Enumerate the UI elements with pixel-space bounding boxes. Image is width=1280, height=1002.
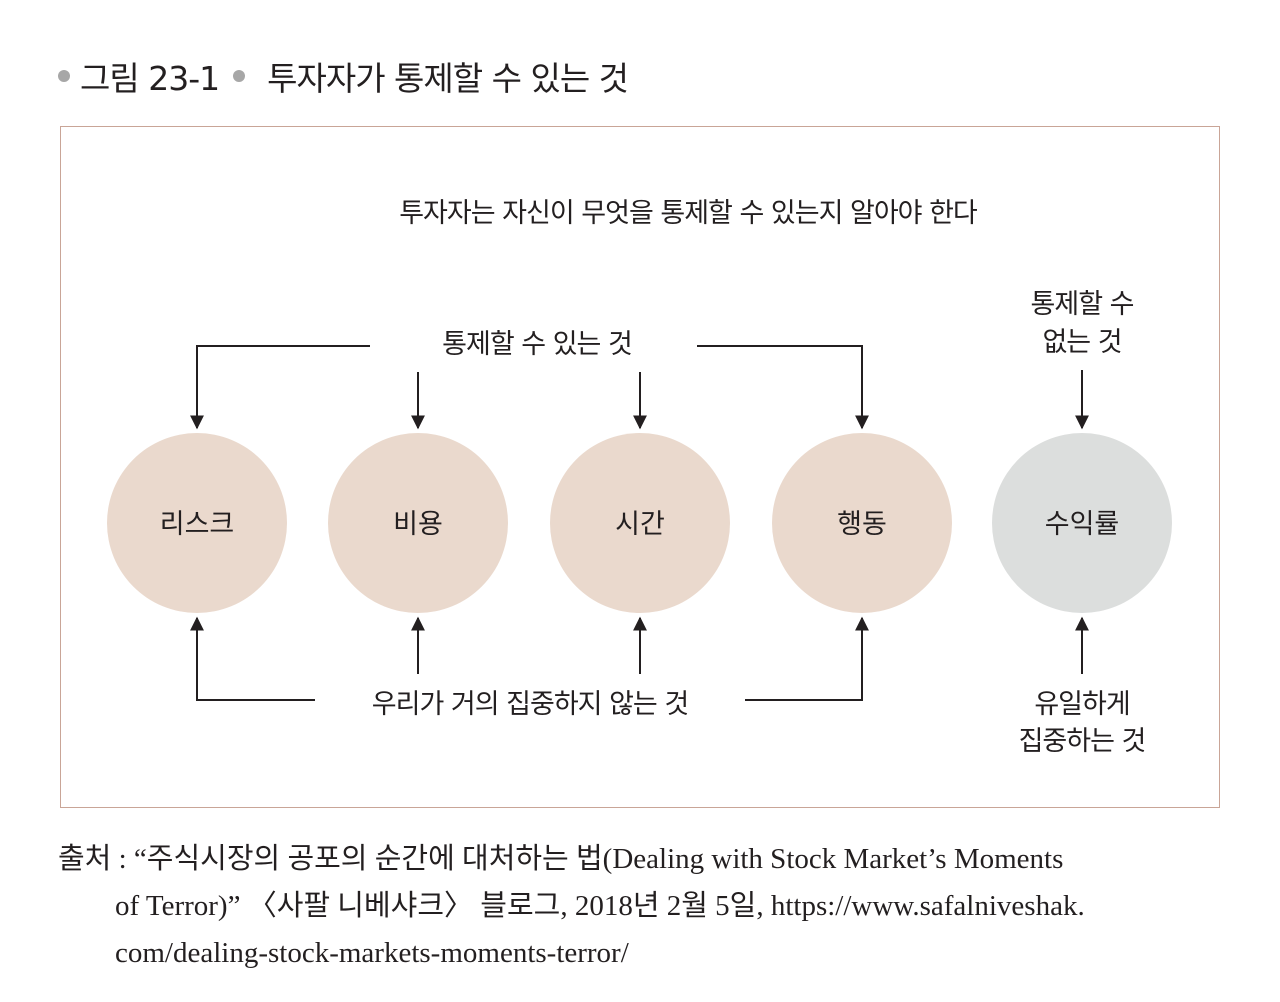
node-label: 행동 <box>837 509 887 540</box>
right-bottom-label: 유일하게 <box>1034 689 1129 720</box>
node-circle <box>550 433 730 613</box>
node-label: 시간 <box>615 509 665 540</box>
bullet-dot <box>233 70 246 82</box>
node-circle <box>328 433 508 613</box>
caption-line: com/dealing-stock-markets-moments-terror… <box>115 937 629 969</box>
node-circle <box>772 433 952 613</box>
diagram-heading: 투자자는 자신이 무엇을 통제할 수 있는지 알아야 한다 <box>399 198 978 229</box>
caption-line: 출처 : “주식시장의 공포의 순간에 대처하는 법(Dealing with … <box>58 843 1064 875</box>
node-label: 비용 <box>393 509 443 540</box>
node-label: 리스크 <box>160 509 235 540</box>
right-bottom-label: 집중하는 것 <box>1019 726 1146 757</box>
node-circle <box>992 433 1172 613</box>
top-label: 통제할 수 있는 것 <box>442 329 632 360</box>
figure-number: 그림 23-1 <box>80 59 220 98</box>
figure-title: 그림 23-1 투자자가 통제할 수 있는 것 <box>58 52 629 100</box>
figure-title-text: 투자자가 통제할 수 있는 것 <box>267 59 629 98</box>
bottom-bracket-left <box>190 616 315 701</box>
right-top-label: 통제할 수 <box>1031 289 1134 320</box>
top-bracket-right <box>697 345 869 430</box>
bottom-label: 우리가 거의 집중하지 않는 것 <box>372 689 688 720</box>
node-label: 수익률 <box>1045 509 1120 540</box>
diagram-frame <box>60 126 1220 808</box>
bullet-dot <box>58 70 70 82</box>
top-bracket-left <box>190 345 370 430</box>
caption-line: of Terror)” 〈사팔 니베샤크〉 블로그, 2018년 2월 5일, … <box>115 890 1085 922</box>
node-circle <box>107 433 287 613</box>
right-top-label: 없는 것 <box>1042 327 1121 358</box>
source-caption: 출처 : “주식시장의 공포의 순간에 대처하는 법(Dealing with … <box>58 836 1223 977</box>
bottom-bracket-right <box>745 616 869 701</box>
